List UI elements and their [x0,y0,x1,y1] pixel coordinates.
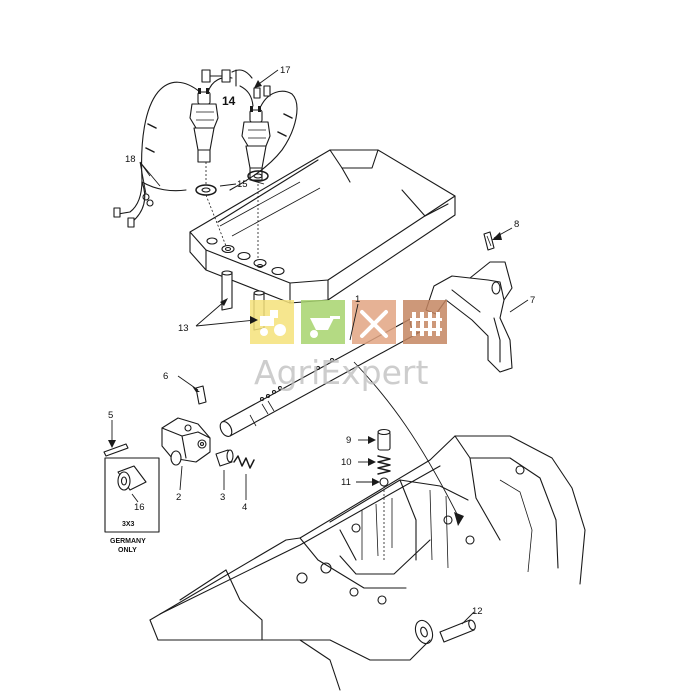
fence-icon [410,312,442,336]
callout-12: 12 [472,606,483,617]
germany-note: GERMANY [110,538,146,545]
agriexpert-watermark: AgriExpert [250,300,447,392]
wiring-harness [113,69,298,228]
roll-pin [483,231,495,251]
detent-stack [377,428,391,560]
tools-icon [360,310,388,338]
washers [195,170,269,196]
callout-17: 17 [280,65,291,76]
callout-4: 4 [242,502,247,513]
germany-only-box [104,457,160,533]
callout-15: 15 [237,179,248,190]
callout-7: 7 [530,295,535,306]
tractor-icon [260,310,286,336]
wheelbarrow-icon [310,316,340,338]
shift-bracket [161,417,211,466]
detent-plug-3 [215,449,234,467]
watermark-text: AgriExpert [254,353,428,392]
cover-plate [189,149,456,304]
only-note: ONLY [118,547,137,554]
callout-8: 8 [514,219,519,230]
callout-16: 16 [134,502,145,513]
callout-14: 14 [222,94,236,108]
callout-18: 18 [125,154,136,165]
spring-pin-6 [195,385,207,405]
pressure-switch-right [241,106,271,181]
callout-11: 11 [341,477,351,488]
pressure-switch-left [189,88,219,163]
callout-6: 6 [163,371,168,382]
callout-3: 3 [220,492,225,503]
box-ratio-note: 3X3 [122,521,135,528]
callout-1: 1 [355,294,360,305]
leader-lines [108,69,529,625]
pin-12 [414,619,476,645]
callout-9: 9 [346,435,351,446]
callout-5: 5 [108,410,113,421]
transmission-housing [149,435,586,691]
callout-13: 13 [178,323,189,334]
callout-10: 10 [341,457,352,468]
spring-pin-5 [103,443,129,457]
detent-spring-4 [233,455,255,469]
callout-2: 2 [176,492,181,503]
bushing-16 [117,465,147,491]
callout-labels: 1 2 3 4 5 6 7 8 9 10 11 12 13 14 15 16 1… [108,65,535,617]
watermark-tile-4 [403,300,447,344]
